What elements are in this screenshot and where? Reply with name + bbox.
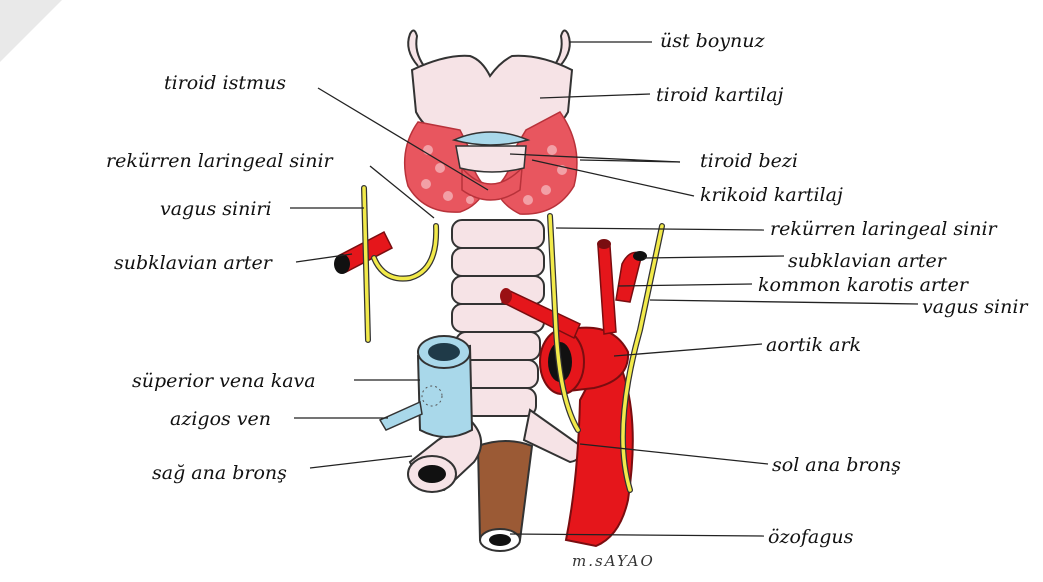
label-tiroid-bezi: tiroid bezi <box>700 150 798 172</box>
label-rekurren-laringeal-sinir-left: rekürren laringeal sinir <box>106 150 333 172</box>
label-azigos-ven: azigos ven <box>170 408 271 430</box>
label-tiroid-kartilaj: tiroid kartilaj <box>656 84 783 106</box>
label-krikoid-kartilaj: krikoid kartilaj <box>700 184 843 206</box>
label-sol-ana-brons: sol ana bronş <box>772 454 901 476</box>
label-rekurren-laringeal-sinir-right: rekürren laringeal sinir <box>770 218 997 240</box>
superior-horn-left <box>408 30 424 66</box>
cricoid-cartilage-shape <box>456 146 526 172</box>
artist-signature: m.sAYAO <box>572 552 655 570</box>
superior-horn-right <box>554 30 570 66</box>
label-tiroid-istmus: tiroid istmus <box>164 72 286 94</box>
superior-vena-cava-shape <box>380 336 472 437</box>
label-aortik-ark: aortik ark <box>766 334 861 356</box>
label-ozofagus: özofagus <box>768 526 853 548</box>
label-vagus-sinir: vagus sinir <box>922 296 1027 318</box>
label-ust-boynuz: üst boynuz <box>660 30 764 52</box>
label-subklavian-arter-left: subklavian arter <box>114 252 272 274</box>
label-kommon-karotis-arter: kommon karotis arter <box>758 274 968 296</box>
label-superior-vena-kava: süperior vena kava <box>132 370 316 392</box>
label-subklavian-arter-right: subklavian arter <box>788 250 946 272</box>
label-sag-ana-brons: sağ ana bronş <box>152 462 287 484</box>
label-vagus-siniri: vagus siniri <box>160 198 272 220</box>
